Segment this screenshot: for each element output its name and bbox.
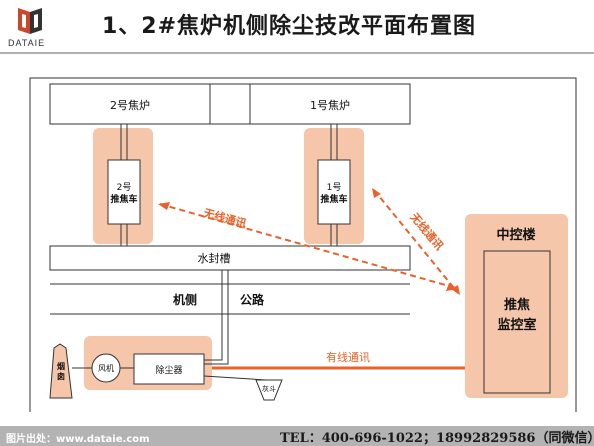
- diagram-canvas: 2号焦炉 1号焦炉 2号 推焦车 1号 推焦车 水封槽 机侧 公路 中控楼 推焦: [29, 77, 577, 412]
- water-seal-trough: [49, 245, 411, 271]
- footer-source: 图片出处：www.dataie.com: [6, 434, 150, 445]
- collection-duct-b: [204, 270, 229, 365]
- header: DATAIE 1、2#焦炉机侧除尘技改平面布置图: [0, 0, 594, 58]
- title-divider: [0, 52, 594, 54]
- logo: DATAIE: [8, 6, 56, 50]
- collection-duct-a: [204, 270, 223, 361]
- ash-hopper: [255, 379, 283, 401]
- monitor-room: [483, 250, 551, 394]
- footer-contact: TEL：400-696-1022；18992829586（同微信）: [280, 431, 594, 446]
- wired-label: 有线通讯: [326, 350, 370, 364]
- wireless-link-pusher-1: [373, 189, 459, 294]
- road-label-2: 公路: [240, 292, 265, 307]
- pusher-car-2: [107, 159, 141, 225]
- ash-hopper-label: 灰斗: [262, 384, 276, 393]
- ash-conveyor: [203, 375, 267, 381]
- chimney: [49, 343, 73, 399]
- wireless-arrowhead-pusher-1: [372, 188, 381, 198]
- pusher-2-label-line2: 推焦车: [110, 193, 137, 205]
- pusher-car-1: [317, 159, 351, 225]
- dust-collector-label: 除尘器: [155, 364, 182, 376]
- dust-collector: [133, 353, 205, 385]
- pusher-1-label-line2: 推焦车: [320, 193, 347, 205]
- page-title: 1、2#焦炉机侧除尘技改平面布置图: [102, 14, 477, 39]
- wireless-arrowhead-pusher-2: [158, 202, 170, 210]
- pusher-2-label-line1: 2号: [117, 182, 132, 193]
- control-building-label: 中控楼: [496, 227, 535, 243]
- wireless-label-1: 无线通讯: [201, 205, 248, 230]
- coke-oven-battery: [49, 83, 411, 125]
- pusher-1-label-line1: 1号: [327, 182, 342, 193]
- chimney-label-line1: 烟: [57, 361, 65, 371]
- road-label-1: 机侧: [173, 292, 197, 307]
- chimney-label-line2: 囱: [57, 371, 65, 381]
- wireless-link-pusher-2: [159, 203, 457, 289]
- fan-label: 风机: [98, 363, 114, 373]
- logo-mark-icon: [18, 8, 42, 34]
- logo-text: DATAIE: [8, 38, 46, 48]
- plant-boundary: [29, 77, 577, 412]
- wireless-arrowhead-control-b: [451, 285, 460, 295]
- monitor-room-label-line2: 监控室: [497, 317, 536, 333]
- layout-diagram: 2号焦炉 1号焦炉 2号 推焦车 1号 推焦车 水封槽 机侧 公路 中控楼 推焦: [0, 56, 594, 426]
- wireless-label-2: 无线通讯: [407, 209, 447, 252]
- oven-1-label: 1号焦炉: [310, 99, 350, 112]
- footer: 图片出处：www.dataie.com TEL：400-696-1022；189…: [0, 426, 594, 446]
- water-trough-label: 水封槽: [198, 251, 231, 265]
- monitor-room-label-line1: 推焦: [504, 297, 530, 313]
- oven-2-label: 2号焦炉: [110, 99, 150, 112]
